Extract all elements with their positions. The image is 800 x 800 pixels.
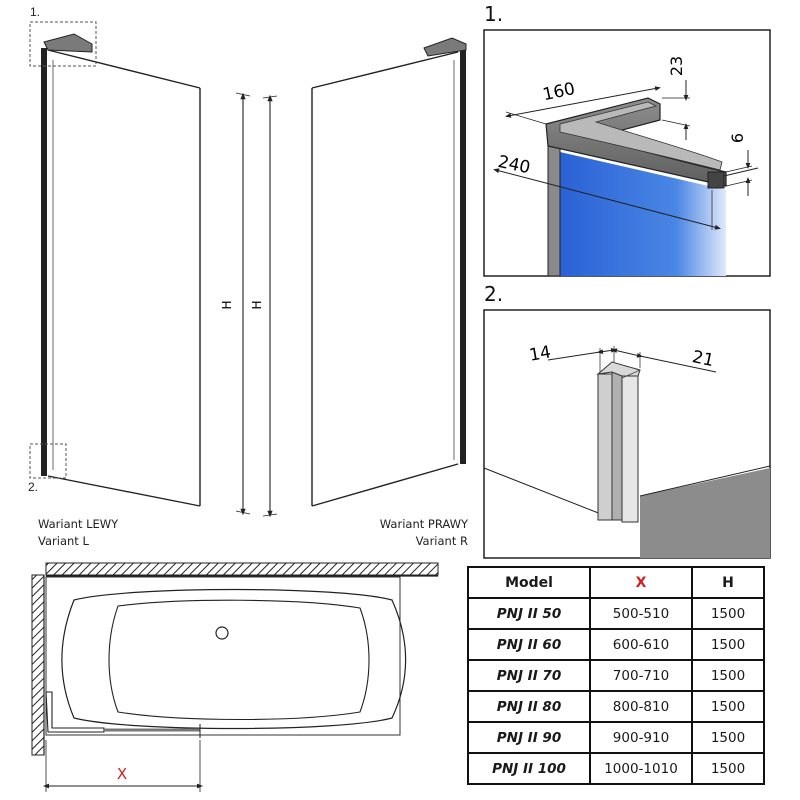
x-cell: 800-810 — [589, 690, 693, 723]
detail-box-2 — [29, 443, 67, 479]
variant-right-caption: Wariant PRAWY Variant R — [330, 516, 468, 550]
detail-1-drawing — [483, 29, 771, 277]
dim-14: 14 — [528, 342, 553, 365]
x-cell: 1000-1010 — [589, 752, 693, 785]
panel-heading-1: 1. — [484, 2, 504, 26]
panel-heading-2: 2. — [484, 282, 504, 306]
h-cell: 1500 — [691, 721, 765, 754]
x-cell: 500-510 — [589, 597, 693, 630]
model-cell: PNJ II 70 — [467, 659, 591, 692]
height-label-right: H — [250, 300, 264, 309]
detail-box-1 — [29, 21, 97, 67]
h-cell: 1500 — [691, 659, 765, 692]
dim-6: 6 — [728, 133, 747, 143]
variant-left-line1: Wariant LEWY — [38, 517, 119, 531]
variant-right-line1: Wariant PRAWY — [379, 517, 468, 531]
detail-2-drawing — [483, 309, 771, 559]
model-cell: PNJ II 80 — [467, 690, 591, 723]
h-cell: 1500 — [691, 597, 765, 630]
h-cell: 1500 — [691, 628, 765, 661]
header-model: Model — [467, 566, 591, 599]
model-cell: PNJ II 60 — [467, 628, 591, 661]
right-screen-panel — [262, 37, 467, 518]
header-x: X — [589, 566, 693, 599]
height-label-left: H — [220, 300, 234, 309]
dim-21: 21 — [690, 347, 715, 371]
detail-ref-2: 2. — [28, 480, 39, 494]
variant-right-line2: Variant R — [415, 534, 468, 548]
x-cell: 700-710 — [589, 659, 693, 692]
detail-ref-1: 1. — [30, 5, 41, 19]
x-cell: 600-610 — [589, 628, 693, 661]
h-cell: 1500 — [691, 690, 765, 723]
header-h: H — [691, 566, 765, 599]
left-screen-panel — [29, 21, 251, 516]
bathtub-top-view — [31, 562, 439, 792]
width-x-label: X — [117, 765, 127, 783]
table-header-row: Model X H — [467, 566, 765, 599]
model-cell: PNJ II 100 — [467, 752, 591, 785]
variant-left-caption: Wariant LEWY Variant L — [38, 516, 118, 550]
x-cell: 900-910 — [589, 721, 693, 754]
dim-23: 23 — [667, 56, 686, 76]
model-cell: PNJ II 90 — [467, 721, 591, 754]
variant-left-line2: Variant L — [38, 534, 89, 548]
h-cell: 1500 — [691, 752, 765, 785]
model-cell: PNJ II 50 — [467, 597, 591, 630]
